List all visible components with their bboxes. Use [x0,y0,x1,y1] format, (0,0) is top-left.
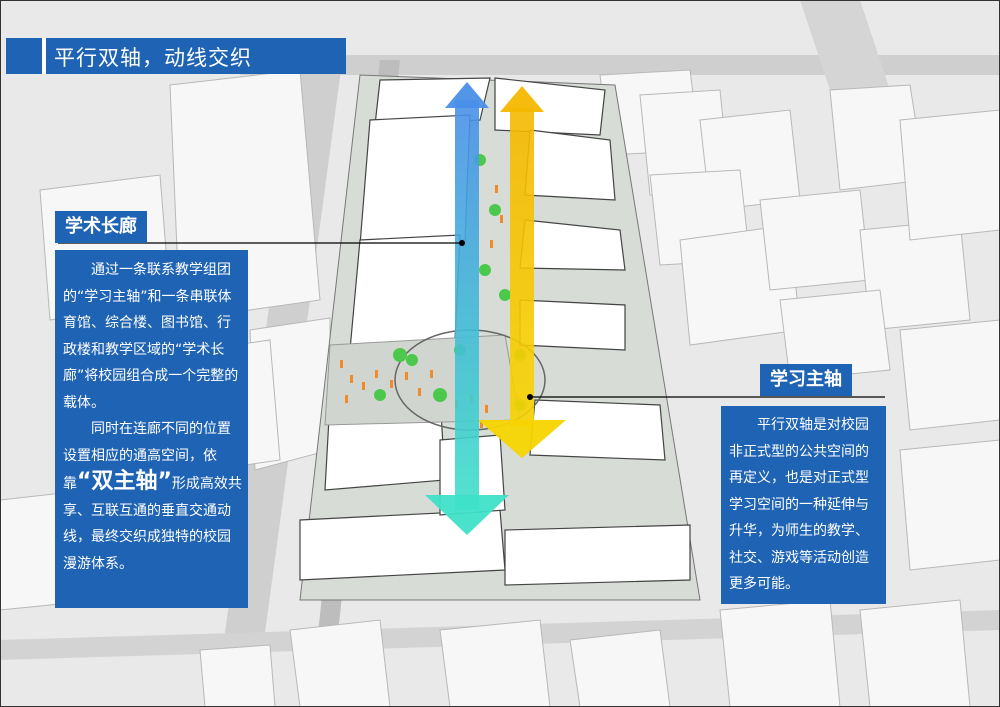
title-accent [6,38,46,74]
page-title: 平行双轴，动线交织 [54,46,252,70]
leader-dot-right [527,394,533,400]
title-banner: 平行双轴，动线交织 [6,38,346,74]
right-description-panel: 平行双轴是对校园非正式型的公共空间的再定义，也是对正式型学习空间的一种延伸与升华… [721,406,886,604]
arrow-academic-corridor-icon [425,82,509,535]
left-paragraph-2: 同时在连廊不同的位置设置相应的通高空间，依靠“双主轴”形成高效共享、互联互通的垂… [63,416,242,577]
left-para2-end: 形成高效共享、互联互通的垂直交通动线，最终交织成独特的校园漫游体系。 [63,476,242,572]
arrow-learning-axis-icon [478,86,566,458]
left-para2-start: 同时在连廊不同的位置设置相应的通高空间，依靠 [63,421,231,492]
left-para2-emphasis: “双主轴” [77,469,172,494]
right-paragraph: 平行双轴是对校园非正式型的公共空间的再定义，也是对正式型学习空间的一种延伸与升华… [729,417,869,592]
left-paragraph-1: 通过一条联系教学组团的“学习主轴”和一条串联体育馆、综合楼、图书馆、行政楼和教学… [63,262,239,411]
left-heading: 学术长廊 [55,211,147,243]
leader-dot-left [459,240,465,246]
leader-lines [58,242,885,398]
left-description-panel: 通过一条联系教学组团的“学习主轴”和一条串联体育馆、综合楼、图书馆、行政楼和教学… [55,250,248,608]
right-heading: 学习主轴 [760,364,852,396]
